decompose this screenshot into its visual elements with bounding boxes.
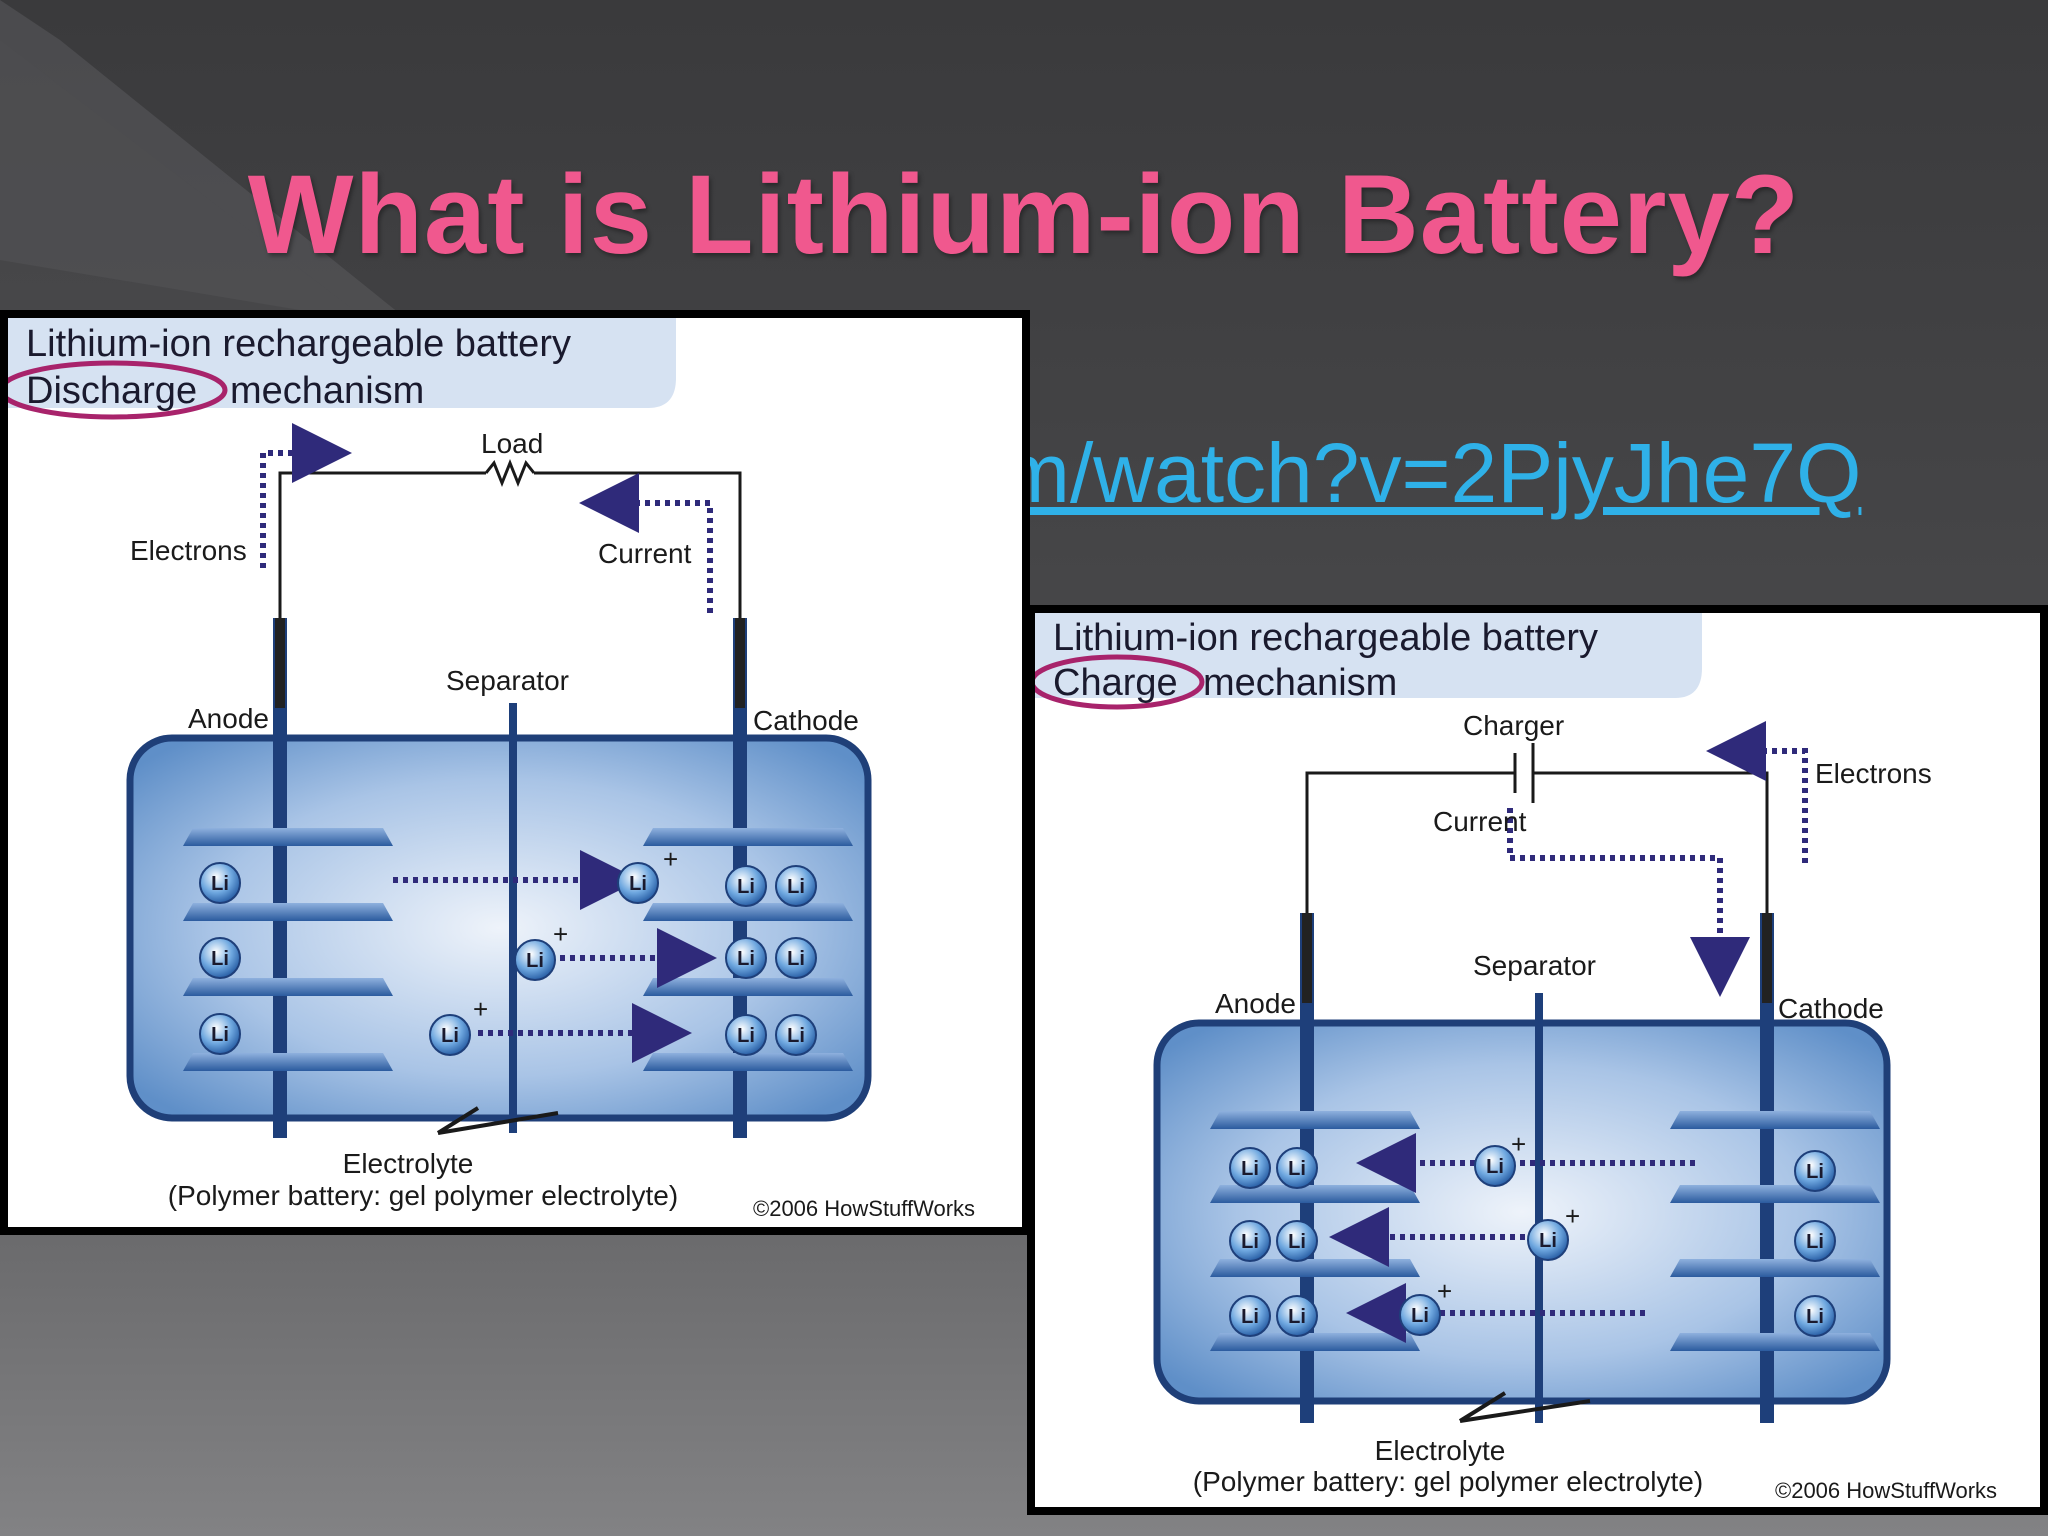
svg-text:Li: Li [1241,1231,1259,1253]
header-word-charge: Charge [1053,662,1178,704]
header-word-mechanism: mechanism [1203,662,1397,704]
li-ion: Li [617,862,659,904]
header-line1: Lithium-ion rechargeable battery [1053,617,1598,659]
svg-text:Li: Li [629,873,647,895]
li-ion: Li [199,1013,241,1055]
highlight-circle [8,360,228,420]
svg-text:Li: Li [787,948,805,970]
anode-label: Anode [188,703,269,734]
load-resistor [484,458,536,488]
header-word-mechanism: mechanism [230,370,424,412]
anode-label: Anode [1215,988,1296,1019]
plus-sign: + [553,919,568,949]
svg-text:Li: Li [737,1025,755,1047]
plus-sign: + [663,844,678,874]
svg-text:Li: Li [526,950,544,972]
credit-text: ©2006 HowStuffWorks [753,1196,975,1221]
electrolyte-note: (Polymer battery: gel polymer electrolyt… [1193,1466,1703,1497]
li-ion: Li [1229,1295,1271,1337]
current-label: Current [1433,806,1527,837]
electrolyte-note: (Polymer battery: gel polymer electrolyt… [168,1180,678,1211]
li-ion: Li [725,1014,767,1056]
li-ion: Li [514,939,556,981]
li-ion: Li [1794,1220,1836,1262]
svg-text:Li: Li [211,948,229,970]
electrons-label: Electrons [1815,758,1932,789]
anode-plates [183,828,393,1071]
li-ion: Li [199,862,241,904]
li-ion: Li [1474,1145,1516,1187]
header-band [8,318,676,408]
video-link[interactable]: m/watch?v=2PjyJhe7Q [1000,426,1862,520]
li-ion: Li [1794,1150,1836,1192]
li-ion: Li [725,937,767,979]
plus-sign: + [473,994,488,1024]
svg-text:Li: Li [1411,1305,1429,1327]
svg-text:Li: Li [787,1025,805,1047]
svg-text:Li: Li [1486,1156,1504,1178]
current-arrow [1507,808,1750,997]
li-ion: Li [1794,1295,1836,1337]
header-line1: Lithium-ion rechargeable battery [26,323,571,365]
svg-text:Li: Li [211,1024,229,1046]
separator-line [509,703,517,1133]
electrons-label: Electrons [130,535,247,566]
plus-sign: + [1565,1201,1580,1231]
svg-text:Li: Li [737,876,755,898]
svg-text:Li: Li [1288,1158,1306,1180]
li-ion: Li [1527,1219,1569,1261]
svg-text:Li: Li [1806,1161,1824,1183]
cathode-label: Cathode [753,705,859,736]
electrolyte-label: Electrolyte [1375,1435,1506,1466]
svg-text:Li: Li [1241,1158,1259,1180]
svg-text:Li: Li [1539,1230,1557,1252]
separator-line [1535,993,1543,1423]
svg-text:Li: Li [1806,1306,1824,1328]
li-ion: Li [199,937,241,979]
separator-label: Separator [446,665,569,696]
cathode-rod [1760,913,1774,1423]
electrons-arrow [260,423,352,568]
discharge-diagram: Lithium-ion rechargeable battery Dischar… [0,310,1030,1235]
svg-text:Li: Li [441,1025,459,1047]
svg-text:Li: Li [737,948,755,970]
credit-text: ©2006 HowStuffWorks [1775,1478,1997,1503]
load-label: Load [481,428,543,459]
charger-label: Charger [1463,710,1564,741]
li-ion: Li [1229,1147,1271,1189]
li-ion: Li [775,865,817,907]
li-ion: Li [1399,1294,1441,1336]
li-ion: Li [1229,1220,1271,1262]
svg-text:Li: Li [1288,1306,1306,1328]
li-ion: Li [1276,1147,1318,1189]
electrolyte-label: Electrolyte [343,1148,474,1179]
current-arrow [579,473,713,613]
plus-sign: + [1511,1129,1526,1159]
slide-title: What is Lithium-ion Battery? [247,152,1801,277]
separator-label: Separator [1473,950,1596,981]
li-ion: Li [1276,1220,1318,1262]
highlight-circle [1035,654,1205,710]
current-label: Current [598,538,692,569]
svg-text:Li: Li [1806,1231,1824,1253]
li-ion: Li [775,1014,817,1056]
plus-sign: + [1437,1276,1452,1306]
charge-diagram: Lithium-ion rechargeable battery Charge … [1027,605,2048,1515]
svg-text:Li: Li [1241,1306,1259,1328]
svg-text:Li: Li [211,873,229,895]
header-word-discharge: Discharge [26,370,197,412]
cathode-label: Cathode [1778,993,1884,1024]
anode-rod [273,618,287,1138]
li-ion: Li [1276,1295,1318,1337]
cathode-plates [1670,1111,1880,1351]
li-ion: Li [429,1014,471,1056]
svg-text:Li: Li [787,876,805,898]
li-ion: Li [725,865,767,907]
li-ion: Li [775,937,817,979]
electrons-arrow [1706,721,1808,863]
svg-text:Li: Li [1288,1231,1306,1253]
